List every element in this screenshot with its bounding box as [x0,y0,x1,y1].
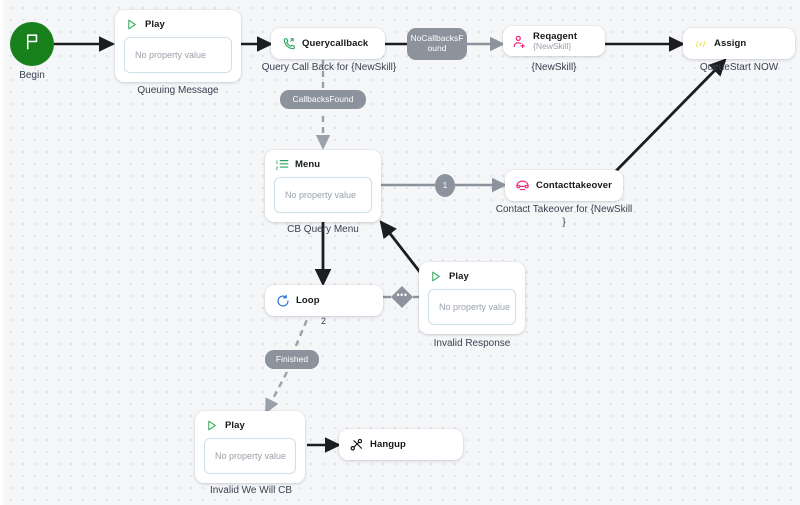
svg-text:2: 2 [275,165,278,170]
node-title: Menu [295,159,321,170]
edge-label-loop-count: 2 [321,316,327,326]
node-menu[interactable]: 1 2 Menu No property value [265,150,381,222]
flag-icon [23,32,42,56]
node-header: Loop [265,285,383,316]
node-hangup[interactable]: Hangup [339,429,463,460]
caption-begin: Begin [19,70,45,81]
edge-finished-to-play-cb [264,371,289,414]
node-header: Play [419,262,525,289]
edge-label-menu-option-one[interactable]: 1 [435,174,455,197]
caption-play-queuing-message: Queuing Message [137,85,219,96]
caption-menu: CB Query Menu [287,224,359,235]
node-title-block: Reqagent {NewSkill} [533,31,577,51]
diamond-shape [391,286,413,308]
node-title: Play [449,271,469,282]
node-header: Hangup [339,429,463,460]
property-value-field[interactable]: No property value [124,37,232,73]
svg-text:{x}: {x} [696,39,705,48]
play-icon [428,269,443,284]
play-icon [204,418,219,433]
play-icon [124,17,139,32]
property-value-field[interactable]: No property value [428,289,516,325]
ellipsis-icon: ••• [396,290,408,300]
node-assign[interactable]: {x} Assign [683,28,795,59]
node-subtitle: {NewSkill} [533,41,572,51]
numbered-list-icon: 1 2 [274,157,289,172]
property-value-field[interactable]: No property value [274,177,372,213]
add-person-icon [512,34,527,49]
node-header: {x} Assign [683,28,795,59]
node-title: Assign [714,38,747,49]
node-title: Hangup [370,439,406,450]
edge-label-no-callbacks-found[interactable]: NoCallbacksF ound [407,28,467,60]
node-play-invalid-response[interactable]: Play No property value [419,262,525,334]
node-title: Querycallback [302,38,369,49]
caption-play-invalid-we-will-cb: Invalid We Will CB [209,485,293,496]
node-title: Play [225,420,245,431]
caption-assign: QueueStart NOW [699,62,779,73]
node-play-invalid-we-will-cb[interactable]: Play No property value [195,411,305,483]
phone-callback-icon [281,36,296,51]
node-header: 1 2 Menu [265,150,381,177]
edge-play-invalid-to-menu [379,220,425,277]
node-title: Contacttakeover [536,180,612,191]
node-begin[interactable] [10,22,54,66]
edge-contacttakeover-to-assign [614,58,727,173]
node-reqagent[interactable]: Reqagent {NewSkill} [503,26,605,57]
property-value-field[interactable]: No property value [204,438,296,474]
caption-contacttakeover: Contact Takeover for {NewSkill } [495,204,633,228]
caption-play-invalid-response: Invalid Response [433,338,511,349]
variable-x-icon: {x} [693,36,708,51]
node-querycallback[interactable]: Querycallback [271,28,385,59]
scissors-cut-icon [349,437,364,452]
node-play-queuing-message[interactable]: Play No property value [115,10,241,82]
telephone-icon [515,178,530,193]
more-options-handle[interactable]: ••• [391,286,413,308]
loop-refresh-icon [275,293,290,308]
node-title: Play [145,19,165,30]
svg-text:1: 1 [275,159,278,164]
edge-label-callbacks-found[interactable]: CallbacksFound [280,90,366,109]
node-header: Play [115,10,241,37]
node-title: Reqagent [533,31,578,42]
node-header: Reqagent {NewSkill} [503,26,605,56]
edge-label-finished[interactable]: Finished [265,350,319,369]
caption-querycallback: Query Call Back for {NewSkill} [261,62,397,73]
node-title: Loop [296,295,320,306]
node-contacttakeover[interactable]: Contacttakeover [505,170,623,201]
node-loop[interactable]: Loop [265,285,383,316]
node-header: Querycallback [271,28,385,59]
node-header: Play [195,411,305,438]
caption-reqagent: {NewSkill} [531,62,577,73]
node-header: Contacttakeover [505,170,623,201]
